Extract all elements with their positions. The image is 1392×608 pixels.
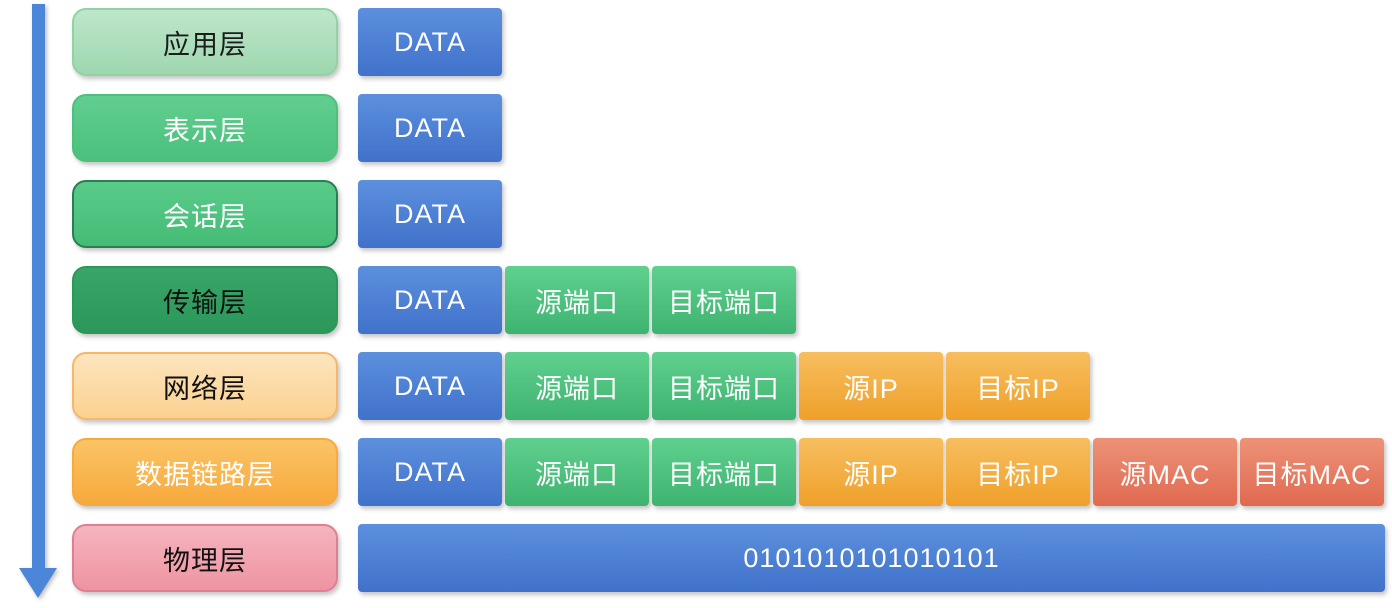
packet-block-data: DATA <box>358 438 502 506</box>
packet-block-label: 目标端口 <box>668 459 780 490</box>
packet-block-ip: 源IP <box>799 438 943 506</box>
layer-label: 数据链路层 <box>135 459 275 490</box>
packet-block-port: 源端口 <box>505 352 649 420</box>
flow-arrow-down <box>0 0 70 608</box>
packet-block-port: 源端口 <box>505 438 649 506</box>
layer-label: 会话层 <box>163 201 247 232</box>
layer-box: 表示层 <box>72 94 338 162</box>
packet-block-label: 目标IP <box>976 373 1060 404</box>
packet-block-label: 目标IP <box>976 459 1060 490</box>
arrow-down-icon <box>19 568 57 598</box>
packet-block-label: 源端口 <box>535 373 619 404</box>
layer-box: 网络层 <box>72 352 338 420</box>
packet-block-ip: 源IP <box>799 352 943 420</box>
packet-block-label: 源MAC <box>1119 459 1211 490</box>
layer-label: 网络层 <box>163 373 247 404</box>
packet-block-label: 0101010101010101 <box>743 542 1000 573</box>
packet-block-data: DATA <box>358 8 502 76</box>
layer-box: 数据链路层 <box>72 438 338 506</box>
packet-block-label: 目标MAC <box>1252 459 1372 490</box>
packet-block-data: DATA <box>358 352 502 420</box>
packet-block-port: 目标端口 <box>652 438 796 506</box>
packet-block-label: DATA <box>393 26 466 57</box>
layer-label: 物理层 <box>163 545 247 576</box>
layer-box: 会话层 <box>72 180 338 248</box>
packet-block-label: 目标端口 <box>668 287 780 318</box>
packet-block-port: 目标端口 <box>652 266 796 334</box>
packet-block-ip: 目标IP <box>946 438 1090 506</box>
layer-box: 传输层 <box>72 266 338 334</box>
layer-label: 传输层 <box>163 287 247 318</box>
packet-block-label: 源IP <box>843 373 899 404</box>
packet-block-label: DATA <box>393 112 466 143</box>
packet-block-label: DATA <box>393 198 466 229</box>
layer-box: 应用层 <box>72 8 338 76</box>
packet-block-label: DATA <box>393 284 466 315</box>
layer-label: 应用层 <box>163 29 247 60</box>
flow-arrow-shaft <box>32 4 45 570</box>
packet-block-label: 源端口 <box>535 287 619 318</box>
packet-block-label: 源IP <box>843 459 899 490</box>
packet-block-data: DATA <box>358 180 502 248</box>
packet-block-data: DATA <box>358 94 502 162</box>
layer-box: 物理层 <box>72 524 338 592</box>
packet-block-bits: 0101010101010101 <box>358 524 1385 592</box>
packet-block-label: DATA <box>393 456 466 487</box>
packet-block-label: 目标端口 <box>668 373 780 404</box>
packet-block-mac: 目标MAC <box>1240 438 1384 506</box>
packet-block-port: 源端口 <box>505 266 649 334</box>
packet-block-mac: 源MAC <box>1093 438 1237 506</box>
packet-block-data: DATA <box>358 266 502 334</box>
packet-block-label: DATA <box>393 370 466 401</box>
packet-block-label: 源端口 <box>535 459 619 490</box>
layer-label: 表示层 <box>163 115 247 146</box>
packet-block-port: 目标端口 <box>652 352 796 420</box>
packet-block-ip: 目标IP <box>946 352 1090 420</box>
